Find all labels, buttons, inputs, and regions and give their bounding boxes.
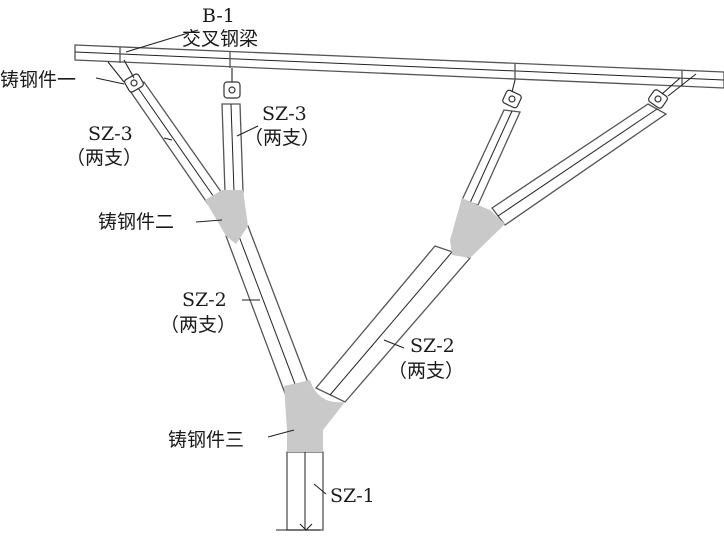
cast-steel-node-1-group — [107, 59, 697, 109]
connector-node-4 — [648, 73, 697, 109]
connector-node-1 — [107, 59, 144, 93]
label-sz3-mid-note: （两支） — [244, 127, 320, 149]
connector-node-2 — [223, 68, 241, 99]
leader-sz2-right — [383, 339, 405, 349]
label-b1-code: B-1 — [202, 5, 235, 27]
label-sz2-left: SZ-2 — [182, 289, 227, 311]
label-sz2-right: SZ-2 — [410, 335, 455, 357]
leader-cast1 — [95, 77, 125, 85]
leader-b1 — [125, 29, 199, 53]
sz-2-left-member — [225, 225, 311, 397]
cast-steel-node-2 — [205, 190, 248, 244]
sz-3-right-outer — [491, 103, 668, 226]
sz-3-left-outer — [126, 81, 225, 205]
connector-node-3 — [502, 79, 522, 109]
sz-3-left-inner — [221, 103, 244, 193]
leader-sz3-mid — [236, 125, 259, 137]
label-cast3: 铸钢件三 — [168, 429, 244, 451]
cast-steel-node-3 — [284, 380, 345, 452]
leader-sz1 — [313, 483, 327, 495]
label-cast2: 铸钢件二 — [98, 211, 174, 233]
labels: B-1 交叉钢梁 铸钢件一 SZ-3 （两支） SZ-3 （两支） 铸钢件二 S… — [0, 5, 464, 507]
label-cast1: 铸钢件一 — [0, 69, 76, 91]
label-sz2-left-note: （两支） — [160, 314, 236, 336]
cast-steel-node-2-right — [450, 198, 505, 258]
leader-cast2 — [195, 219, 223, 223]
leader-cast3 — [267, 429, 295, 438]
label-sz3-mid: SZ-3 — [262, 103, 307, 125]
label-sz1: SZ-1 — [330, 485, 375, 507]
label-sz3-left: SZ-3 — [88, 123, 133, 145]
leader-lines — [95, 29, 405, 495]
leader-sz3-left — [163, 137, 173, 141]
label-sz2-right-note: （两支） — [388, 360, 464, 382]
sz-3-right-inner — [461, 109, 521, 206]
label-sz3-left-note: （两支） — [66, 147, 142, 169]
sz-1-trunk — [276, 451, 324, 531]
label-b1-name: 交叉钢梁 — [182, 28, 258, 50]
cross-steel-beam — [74, 44, 724, 89]
